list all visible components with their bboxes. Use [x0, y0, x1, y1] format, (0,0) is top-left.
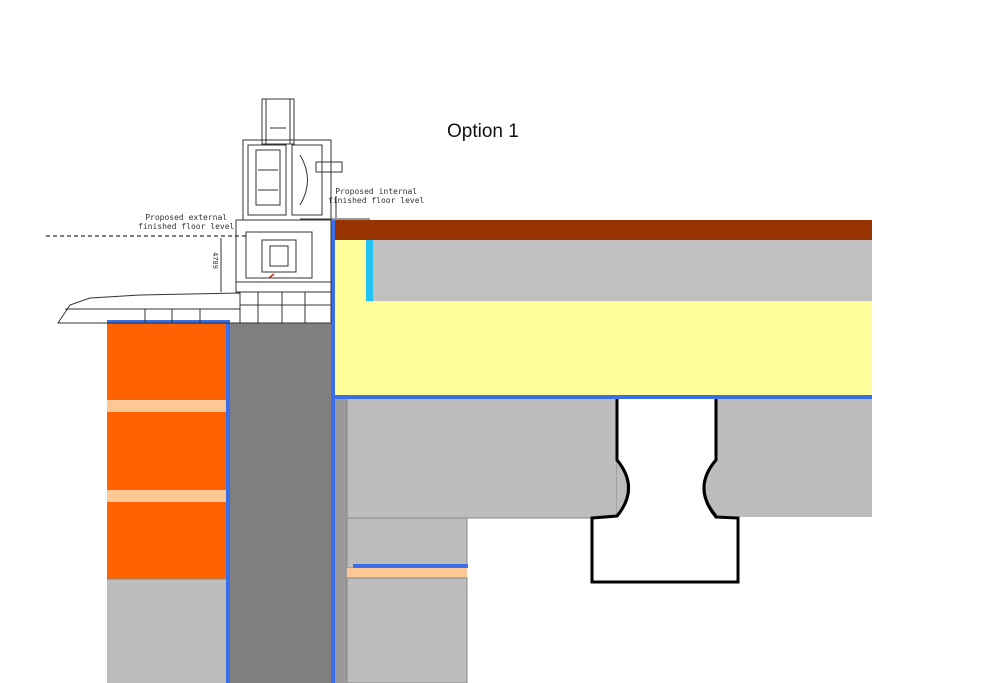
inner-block-lower [346, 517, 468, 569]
option-title: Option 1 [447, 121, 519, 142]
brick-leaf [107, 323, 226, 579]
inner-block-bottom [346, 577, 468, 683]
beam-bearing [702, 459, 718, 517]
insulation-edge [334, 240, 366, 301]
dimension-label: 4789 [211, 252, 219, 269]
external-ffl-line1: Proposed external [145, 213, 228, 222]
internal-ffl-label: Proposed internal finished floor level [328, 187, 424, 205]
external-ffl-label: Proposed external finished floor level [138, 213, 234, 231]
beam-bearing [615, 459, 630, 517]
seal-mark [268, 273, 275, 279]
inner-block [346, 397, 618, 519]
block-below-brick [107, 579, 226, 683]
insulation-layer [334, 301, 872, 398]
floor-beam-block [716, 398, 872, 517]
cavity-block [229, 323, 332, 683]
external-ffl-line2: finished floor level [138, 222, 235, 231]
internal-ffl-line1: Proposed internal [335, 187, 418, 196]
door-frame-section [57, 98, 370, 324]
upstand-insulation [366, 240, 373, 301]
mortar-joint [107, 400, 226, 412]
floor-finish [334, 220, 872, 240]
membrane-line [107, 320, 230, 683]
mortar-joint [107, 490, 226, 502]
screed-layer [373, 240, 872, 301]
inner-cavity-strip [334, 398, 347, 683]
internal-ffl-line2: finished floor level [328, 196, 425, 205]
mortar-joint-inner [347, 568, 467, 578]
